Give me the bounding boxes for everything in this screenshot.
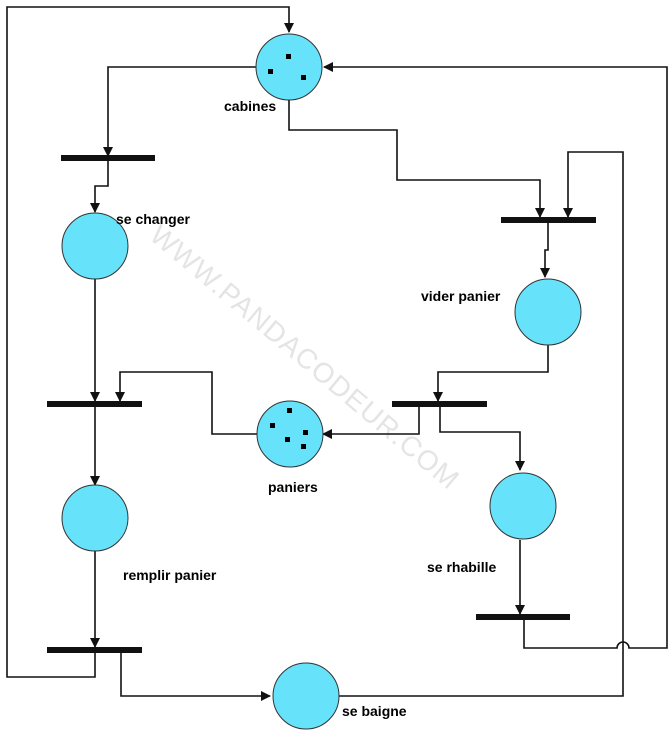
place-paniers: paniers [256,400,324,495]
arc-t4-to-se-rhabille [439,404,525,471]
arc-t4-to-paniers [322,404,420,439]
place-label-se-baigne: se baigne [342,703,407,719]
arc-t1-to-se-changer [90,158,109,213]
token [270,423,275,428]
arc-vider-panier-to-t4 [433,345,549,402]
token [285,437,290,442]
transition-t2 [501,217,596,223]
transition-t4 [392,401,487,407]
place-label-se-changer: se changer [116,211,190,227]
arc-t5-to-se-baigne [120,650,271,701]
transition-t3 [47,401,142,407]
token [301,75,306,80]
transition-t1 [61,155,155,161]
transition-t6 [476,614,570,620]
token [303,430,308,435]
arc-t6-to-cabines [323,62,668,649]
token [268,69,273,74]
arcs [6,6,668,701]
place-label-paniers: paniers [268,479,318,495]
place-label-cabines: cabines [224,98,276,114]
arc-se-baigne-to-t2 [339,151,624,697]
place-remplir-panier: remplir panier [61,484,217,583]
token [301,444,306,449]
arc-cabines-to-t1 [103,66,257,157]
place-cabines: cabines [224,33,323,114]
arc-paniers-to-t3 [115,371,257,435]
arc-t2-to-vider-panier [540,220,550,278]
place-label-vider-panier: vider panier [421,288,501,304]
transitions [47,155,596,653]
place-label-se-rhabille: se rhabille [427,559,496,575]
token [286,54,291,59]
place-vider-panier: vider panier [421,278,582,346]
place-se-baigne: se baigne [272,662,407,730]
place-se-rhabille: se rhabille [427,472,557,575]
place-se-changer: se changer [61,211,190,280]
place-label-remplir-panier: remplir panier [123,567,217,583]
arc-t5-to-cabines [6,6,294,678]
arc-cabines-to-t2 [288,100,545,218]
transition-t5 [47,647,142,653]
token [287,408,292,413]
